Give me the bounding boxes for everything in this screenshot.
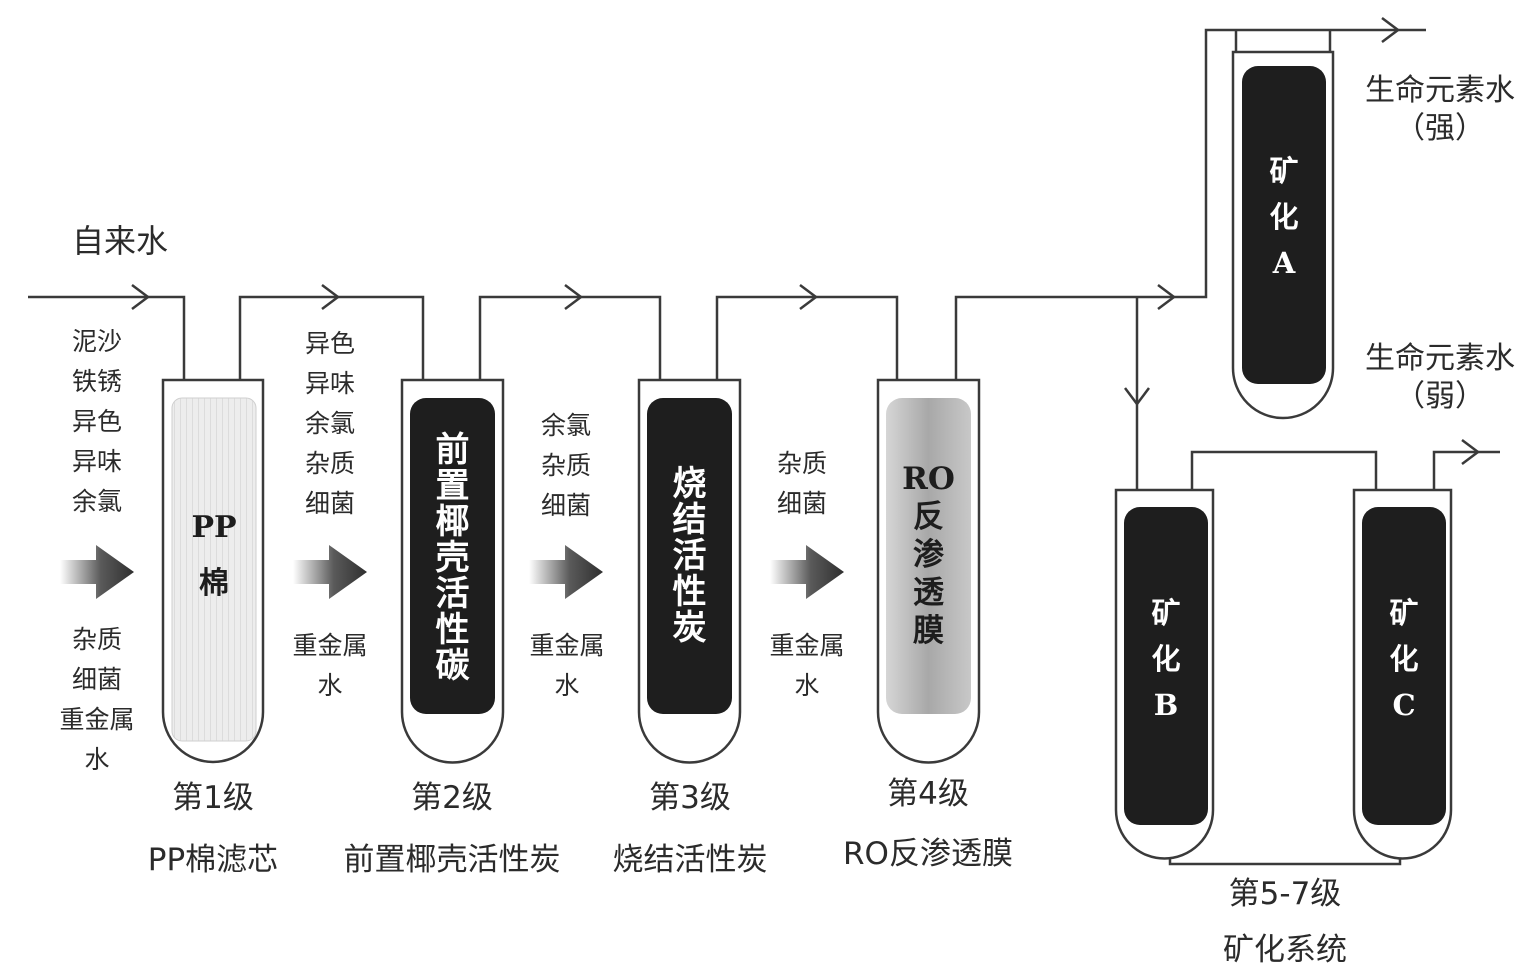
coconut-carbon-core-label: 前 置 椰 壳 活 性 碳 bbox=[435, 430, 470, 686]
list-item: 水 bbox=[84, 745, 110, 774]
stage2-name: 前置椰壳活性炭 bbox=[343, 842, 561, 878]
stage2-step: 第2级 bbox=[411, 780, 493, 816]
list-item: 水 bbox=[554, 671, 580, 700]
output-strong-label: 生命元素水 （强） bbox=[1365, 73, 1515, 146]
stage2-passes-list: 重金属 水 bbox=[275, 626, 385, 706]
list-item: 杂质 bbox=[304, 449, 355, 478]
stage4-name: RO反渗透膜 bbox=[843, 836, 1013, 872]
list-item: 重金属 bbox=[59, 705, 135, 734]
list-item: 细菌 bbox=[71, 665, 122, 694]
stage1-name: PP棉滤芯 bbox=[147, 842, 279, 878]
list-item: 余氯 bbox=[304, 409, 355, 438]
list-item: 重金属 bbox=[529, 631, 605, 660]
filter-cores bbox=[171, 66, 1446, 825]
stage3-name: 烧结活性炭 bbox=[612, 842, 768, 878]
pp-core-label: PP 棉 bbox=[191, 510, 237, 601]
list-item: 细菌 bbox=[776, 489, 827, 518]
mineral-a-core-label: 矿 化 A bbox=[1269, 154, 1299, 280]
mineral-b-core-label: 矿 化 B bbox=[1151, 596, 1181, 722]
list-item: 异味 bbox=[71, 447, 122, 476]
list-item: 泥沙 bbox=[71, 327, 122, 356]
sintered-carbon-core-label: 烧 结 活 性 炭 bbox=[672, 464, 707, 648]
stage1-step: 第1级 bbox=[172, 780, 254, 816]
list-item: 余氯 bbox=[540, 411, 591, 440]
list-item: 水 bbox=[794, 671, 820, 700]
list-item: 铁锈 bbox=[71, 367, 122, 396]
list-item: 异色 bbox=[304, 329, 355, 358]
list-item: 细菌 bbox=[540, 491, 591, 520]
list-item: 杂质 bbox=[71, 625, 122, 654]
list-item: 重金属 bbox=[769, 631, 845, 660]
list-item: 余氯 bbox=[71, 487, 122, 516]
list-item: 异色 bbox=[71, 407, 122, 436]
list-item: 异味 bbox=[304, 369, 355, 398]
stage4-passes-list: 重金属 水 bbox=[752, 626, 862, 706]
output-weak-label: 生命元素水 （弱） bbox=[1365, 341, 1515, 414]
list-item: 杂质 bbox=[776, 449, 827, 478]
mineral-c-core-label: 矿 化 C bbox=[1389, 596, 1419, 722]
list-item: 杂质 bbox=[540, 451, 591, 480]
stage4-removes-list: 杂质 细菌 bbox=[757, 444, 847, 524]
flow-chevrons bbox=[131, 17, 1481, 465]
stage3-passes-list: 重金属 水 bbox=[512, 626, 622, 706]
inlet-label: 自来水 bbox=[72, 222, 169, 260]
list-item: 水 bbox=[317, 671, 343, 700]
stage1-removes-list: 泥沙 铁锈 异色 异味 余氯 bbox=[52, 322, 142, 522]
list-item: 细菌 bbox=[304, 489, 355, 518]
stage4-step: 第4级 bbox=[887, 776, 969, 812]
stage3-removes-list: 余氯 杂质 细菌 bbox=[521, 406, 611, 526]
ro-core-label: RO 反 渗 透 膜 bbox=[902, 461, 955, 649]
mineral-system-name: 矿化系统 bbox=[1223, 932, 1347, 968]
stage2-removes-list: 异色 异味 余氯 杂质 细菌 bbox=[285, 324, 375, 524]
mineral-system-step: 第5-7级 bbox=[1228, 876, 1342, 912]
stage3-step: 第3级 bbox=[649, 780, 731, 816]
list-item: 重金属 bbox=[292, 631, 368, 660]
stage1-passes-list: 杂质 细菌 重金属 水 bbox=[42, 620, 152, 780]
filter-arrows bbox=[60, 545, 844, 599]
